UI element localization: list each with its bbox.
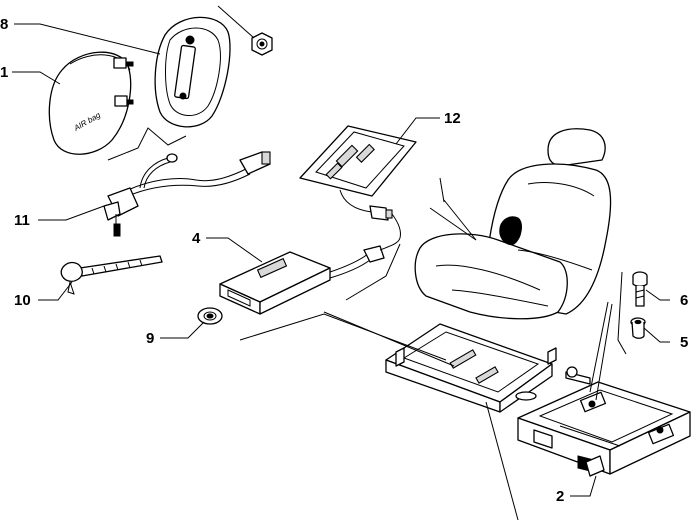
part-8-bracket <box>154 16 231 128</box>
callout-5: 5 <box>680 334 688 351</box>
callout-8: 8 <box>0 16 8 33</box>
seat-tray <box>385 323 557 413</box>
part-9-grommet <box>197 307 223 325</box>
seat-illustration <box>414 128 612 320</box>
part-5-bushing <box>630 317 646 339</box>
callout-labels: 8 1 12 11 4 10 6 9 5 2 <box>0 16 688 505</box>
callout-1: 1 <box>0 64 8 81</box>
callout-2: 2 <box>556 488 564 505</box>
leader-lines <box>12 5 670 521</box>
tray-screw <box>565 366 591 385</box>
part-4-control-unit <box>219 237 401 315</box>
group-bracket-line <box>107 127 187 161</box>
callout-4: 4 <box>192 230 201 247</box>
part-6-bolt <box>632 271 648 307</box>
callout-9: 9 <box>146 330 154 347</box>
part-2-seat-base <box>517 381 691 477</box>
group-bracket-line-right <box>617 271 627 355</box>
callout-12: 12 <box>444 110 461 127</box>
part-10-cable-tie <box>60 255 163 295</box>
callout-11: 11 <box>14 212 30 229</box>
part-1-airbag-cover: AIR bag <box>48 51 134 155</box>
callout-6: 6 <box>680 292 688 309</box>
callout-10: 10 <box>14 292 31 309</box>
part-11-wiring-harness <box>103 151 271 237</box>
part-12-seat-sensor-mat <box>299 125 417 239</box>
nut-part <box>251 32 273 56</box>
